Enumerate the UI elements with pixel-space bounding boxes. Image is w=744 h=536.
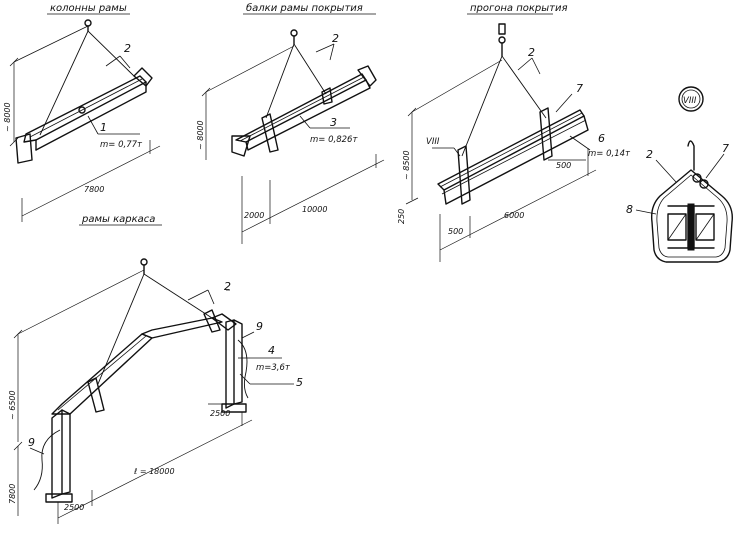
column-sling-callout: 2 [124,42,131,55]
beam-mass: m= 0,826т [310,135,358,145]
frame-figure [13,258,294,524]
section-mark-circle [678,86,704,112]
section-mark-label: VIII [683,96,697,106]
beam-length-dim [241,159,385,233]
column-mass: m= 0,77т [100,140,143,150]
purlin-height-label: ~ 8500 [402,150,411,180]
beam-dim-b: 10000 [302,205,327,214]
purlin-dim-a: 500 [448,227,463,236]
purlin-sling [461,55,547,157]
section-callout-7: 7 [722,142,729,155]
purlin-mass: m= 0,14т [588,149,631,159]
frame-height-label: ~ 6500 [8,390,17,420]
beam-part-callout: 3 [330,116,337,129]
purlin-section-mark: VIII [426,137,440,147]
title-beams: балки рамы покрытия [246,2,363,14]
purlin-side-label: 250 [397,209,406,224]
column-height-label: ~ 8000 [3,102,12,132]
beam-sling [265,43,327,119]
beam-height-label: ~ 8000 [196,120,205,150]
frame-mass: m=3,6т [256,363,291,373]
frame-guy-rope-left [33,429,61,491]
title-columns: колонны рамы [50,3,127,14]
column-part-callout: 1 [100,121,107,134]
beam-figure [201,29,385,244]
purlin-dim-c: 6000 [504,211,524,220]
column-length-dim [21,145,161,217]
section-callout-8: 8 [626,203,633,216]
purlin-callout-6: 6 [598,132,605,145]
frame-span-label: ℓ = 18000 [133,467,175,476]
purlin-dim-b: 500 [556,161,571,170]
frame-guy-rope-right [237,339,249,399]
title-frames: рамы каркаса [81,214,155,225]
frame-callout-4: 4 [268,344,275,357]
frame-dim-a: 2500 [64,503,84,512]
frame-callout-9-right: 9 [256,320,263,333]
frame-dim-b: 2500 [210,409,230,418]
frame-low-label: 7800 [8,484,17,504]
section-callout-2: 2 [646,148,653,161]
frame-callout-9-left: 9 [28,436,35,449]
frame-sling-callout: 2 [224,280,231,293]
purlin-callout-7: 7 [576,82,583,95]
frame-sling-right [143,273,213,319]
column-figure [9,19,161,222]
purlin-figure [405,23,597,262]
beam-dim-a: 2000 [244,211,264,220]
column-length-label: 7800 [84,185,104,194]
purlin-sling-callout: 2 [528,46,535,59]
frame-callout-5: 5 [296,376,303,389]
purlin-length-dim [439,169,597,251]
column-sling [39,30,137,136]
frame-span-dim [57,419,253,519]
section-figure [635,86,733,263]
title-purlins: прогона покрытия [470,3,568,14]
beam-sling-callout: 2 [332,32,339,45]
